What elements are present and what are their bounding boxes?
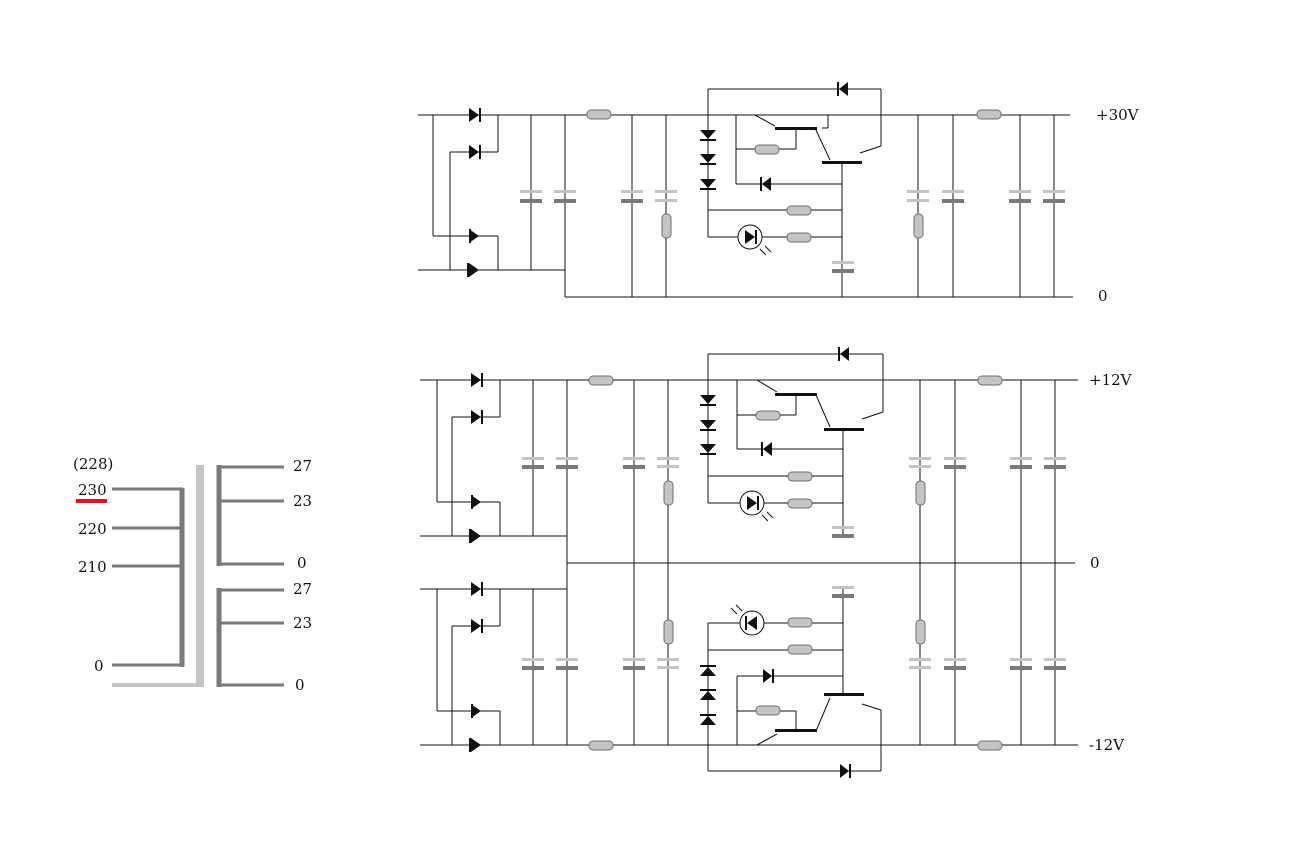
primary-note-label: (228) (73, 455, 113, 473)
transistor-icon (775, 393, 864, 732)
selected-tap-marker (76, 499, 107, 503)
supply-30v-wiring (418, 88, 1073, 298)
rail-label-ground-30v: 0 (1098, 287, 1108, 305)
rail-label-minus-12v: -12V (1089, 736, 1125, 754)
primary-tap-label-220: 220 (78, 520, 107, 538)
led-icon (739, 490, 774, 522)
supply-12v-wiring (420, 353, 1078, 772)
resistor-icon (588, 375, 1003, 751)
secondary-upper-tap-label-0: 0 (297, 554, 307, 572)
primary-tap-label-210: 210 (78, 558, 107, 576)
supply-12v: +12V 0 -12V (420, 347, 1133, 778)
secondary-lower-tap-label-23: 23 (293, 614, 312, 632)
rail-label-plus-12v: +12V (1089, 371, 1133, 389)
transformer-windings (112, 465, 284, 687)
diode-icon (469, 347, 851, 778)
secondary-upper-tap-label-23: 23 (293, 492, 312, 510)
resistor-icon (586, 109, 1002, 243)
rail-label-plus-30v: +30V (1096, 106, 1140, 124)
secondary-lower-tap-label-0: 0 (295, 676, 305, 694)
led-icon (730, 604, 765, 636)
primary-tap-label-0: 0 (94, 657, 104, 675)
transistor-icon (775, 127, 862, 164)
diode-icon (467, 82, 848, 277)
capacitor-icon (520, 190, 1065, 273)
primary-tap-label-230: 230 (78, 481, 107, 499)
capacitor-icon (522, 457, 1066, 670)
supply-30v: +30V 0 (418, 82, 1140, 305)
secondary-upper-tap-label-27: 27 (293, 457, 312, 475)
rail-label-ground-12v: 0 (1090, 554, 1100, 572)
transformer: (228) 230 220 210 0 27 23 0 27 23 0 (73, 455, 312, 694)
secondary-lower-tap-label-27: 27 (293, 580, 312, 598)
led-icon (737, 224, 772, 256)
